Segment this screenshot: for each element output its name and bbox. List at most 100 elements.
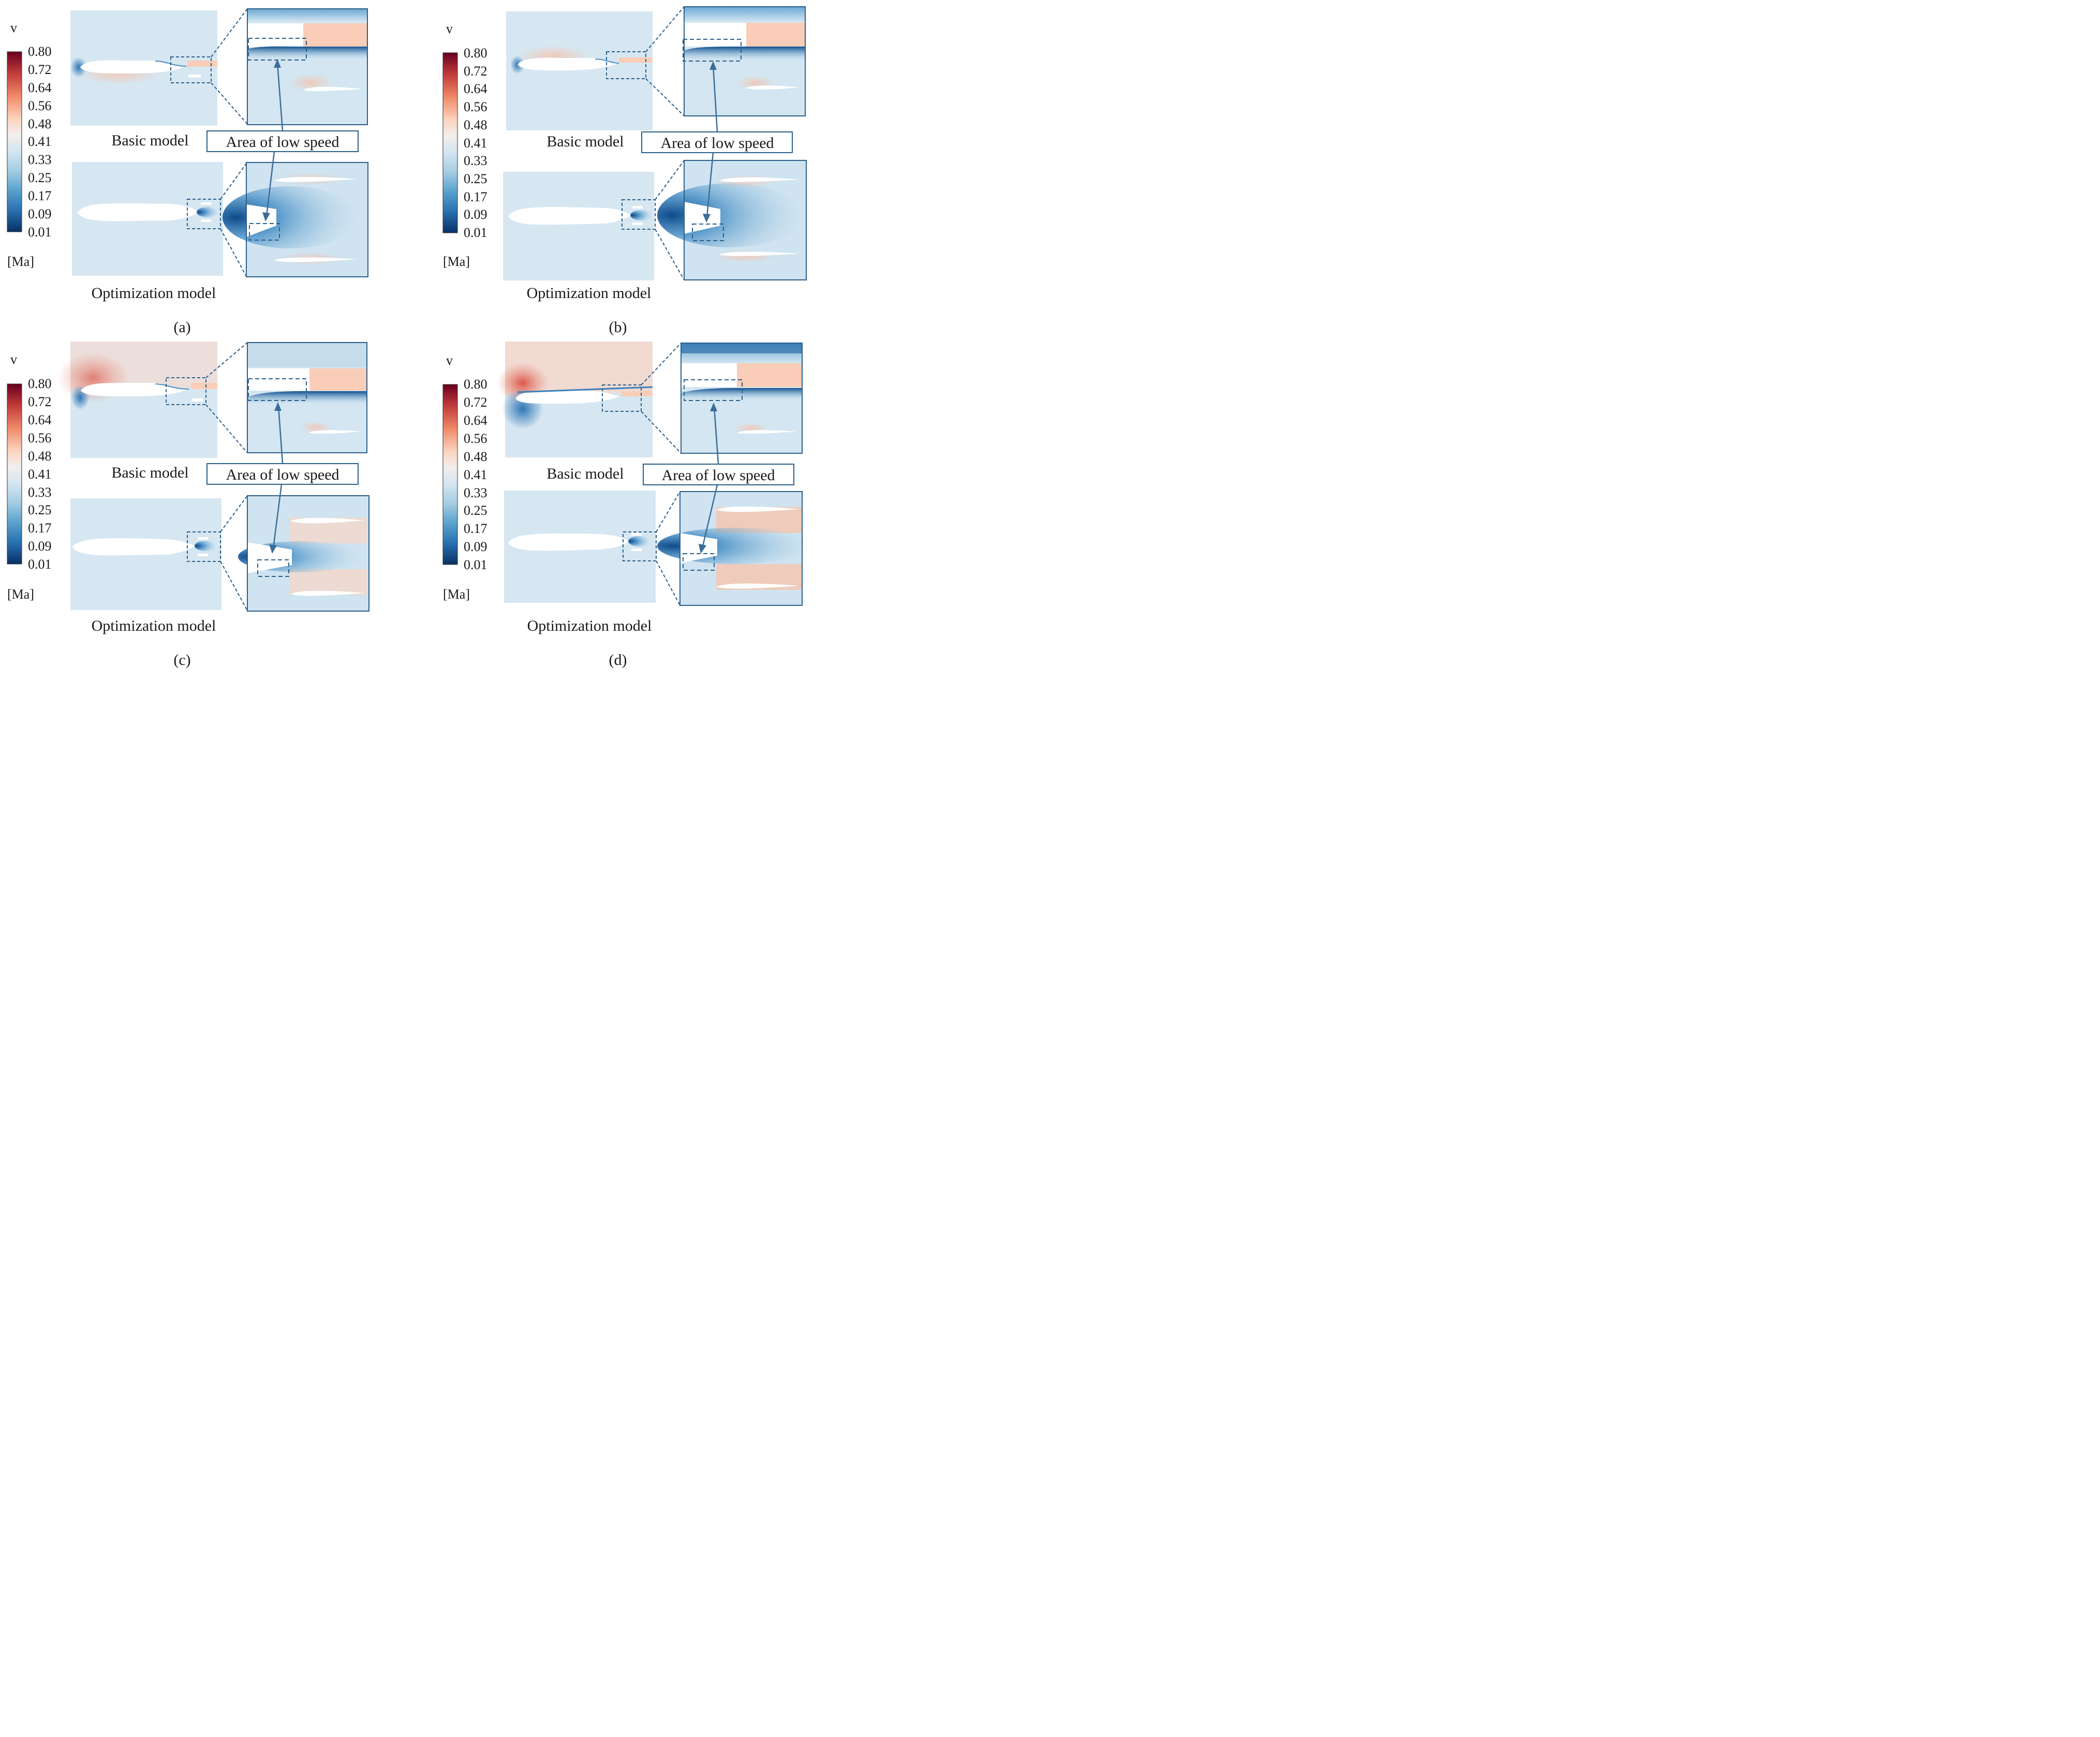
basic-model-label: Basic model [546,133,624,150]
optimization-model-field: Optimization model [504,491,681,634]
optimization-zoom-inset [657,160,807,280]
colorbar: v 0.80 0.72 0.64 0.56 0.48 0.41 0.33 0.2… [7,352,52,602]
colorbar-tick: 0.25 [28,170,52,185]
colorbar-bar [442,52,458,233]
basic-zoom-inset [681,343,803,454]
colorbar-tick: 0.64 [464,81,487,96]
colorbar-unit: [Ma] [443,254,470,269]
colorbar-tick: 0.56 [464,99,487,114]
colorbar: v 0.80 0.72 0.64 0.56 0.48 0.41 0.33 0.2… [442,21,487,269]
optimization-zoom-inset [223,162,368,277]
optimization-model-field: Optimization model [72,162,247,302]
panel-d: v 0.80 0.72 0.64 0.56 0.48 0.41 0.33 0.2… [442,342,811,669]
colorbar-tick: 0.01 [28,225,52,240]
colorbar-bar [7,383,22,565]
callout-label: Area of low speed [226,133,339,151]
optimization-model-label: Optimization model [527,285,652,302]
colorbar-title: v [446,353,453,368]
basic-model-field: Basic model [70,8,248,149]
colorbar-tick: 0.17 [28,188,52,203]
colorbar-tick: 0.56 [464,431,487,446]
colorbar-unit: [Ma] [443,587,470,602]
colorbar-tick: 0.72 [28,394,52,409]
colorbar-tick: 0.17 [464,189,487,204]
colorbar-tick: 0.33 [28,485,52,500]
panel-label: (c) [173,651,190,669]
basic-model-field: Basic model [497,342,682,482]
colorbar-tick: 0.48 [464,449,487,464]
colorbar-tick: 0.80 [464,377,487,392]
colorbar-bar [442,384,458,565]
optimization-model-label: Optimization model [92,285,216,302]
low-speed-callout: Area of low speed [641,61,793,222]
basic-model-field: Basic model [506,6,685,150]
colorbar-tick: 0.48 [28,116,52,131]
optimization-model-label: Optimization model [92,617,216,634]
panel-label: (b) [609,319,627,336]
colorbar-tick: 0.41 [464,467,487,482]
colorbar-tick: 0.64 [464,413,487,428]
colorbar-ticks: 0.80 0.72 0.64 0.56 0.48 0.41 0.33 0.25 … [28,44,52,240]
panel-label: (d) [609,651,627,669]
basic-model-label: Basic model [546,465,624,482]
colorbar-tick: 0.56 [28,98,52,113]
callout-label: Area of low speed [660,135,774,152]
colorbar-tick: 0.41 [28,134,52,149]
colorbar-tick: 0.01 [28,557,52,572]
colorbar-ticks: 0.80 0.72 0.64 0.56 0.48 0.41 0.33 0.25 … [464,377,487,572]
basic-model-label: Basic model [111,464,188,481]
basic-zoom-inset [247,342,367,453]
colorbar-bar [7,51,22,232]
figure: v 0.80 0.72 0.64 0.56 0.48 0.41 0.33 0.2… [7,6,811,669]
colorbar-tick: 0.80 [28,376,52,391]
basic-zoom-inset [683,6,806,116]
colorbar-tick: 0.25 [464,171,487,186]
optimization-zoom-inset [238,495,369,612]
colorbar-tick: 0.72 [464,395,487,410]
colorbar-tick: 0.48 [28,449,52,464]
optimization-model-label: Optimization model [527,617,652,634]
optimization-model-field: Optimization model [70,495,248,634]
colorbar-title: v [10,352,17,367]
colorbar-tick: 0.09 [28,539,52,554]
colorbar-tick: 0.33 [28,152,52,167]
colorbar-tick: 0.09 [464,207,487,222]
basic-zoom-inset [247,8,368,125]
low-speed-callout: Area of low speed [206,402,359,554]
colorbar-tick: 0.56 [28,430,52,446]
colorbar: v 0.80 0.72 0.64 0.56 0.48 0.41 0.33 0.2… [7,20,52,269]
colorbar-ticks: 0.80 0.72 0.64 0.56 0.48 0.41 0.33 0.25 … [464,46,487,240]
callout-label: Area of low speed [661,467,775,484]
panel-b: v 0.80 0.72 0.64 0.56 0.48 0.41 0.33 0.2… [442,6,807,336]
colorbar-tick: 0.33 [464,485,487,500]
colorbar-tick: 0.41 [464,136,487,151]
basic-model-field: Basic model [57,342,248,481]
colorbar-tick: 0.01 [464,557,487,572]
colorbar-tick: 0.25 [464,503,487,518]
colorbar: v 0.80 0.72 0.64 0.56 0.48 0.41 0.33 0.2… [442,353,487,602]
colorbar-tick: 0.09 [28,206,52,221]
zoom-region-box [170,56,212,83]
callout-label: Area of low speed [226,466,339,483]
colorbar-tick: 0.01 [464,225,487,240]
basic-model-label: Basic model [111,132,188,149]
low-speed-callout: Area of low speed [206,59,359,221]
colorbar-tick: 0.25 [28,502,52,517]
panel-a: v 0.80 0.72 0.64 0.56 0.48 0.41 0.33 0.2… [7,8,368,336]
optimization-zoom-inset [657,491,811,606]
low-speed-callout: Area of low speed [643,403,794,554]
colorbar-tick: 0.80 [464,46,487,61]
panel-c: v 0.80 0.72 0.64 0.56 0.48 0.41 0.33 0.2… [7,342,369,669]
colorbar-tick: 0.17 [28,521,52,536]
colorbar-tick: 0.64 [28,412,52,427]
colorbar-tick: 0.41 [28,467,52,482]
colorbar-tick: 0.17 [464,521,487,536]
colorbar-tick: 0.80 [28,44,52,59]
panel-label: (a) [173,319,190,336]
colorbar-tick: 0.33 [464,153,487,168]
colorbar-unit: [Ma] [7,254,34,269]
colorbar-title: v [10,20,17,35]
colorbar-tick: 0.72 [28,62,52,77]
colorbar-tick: 0.09 [464,539,487,554]
colorbar-tick: 0.48 [464,117,487,132]
